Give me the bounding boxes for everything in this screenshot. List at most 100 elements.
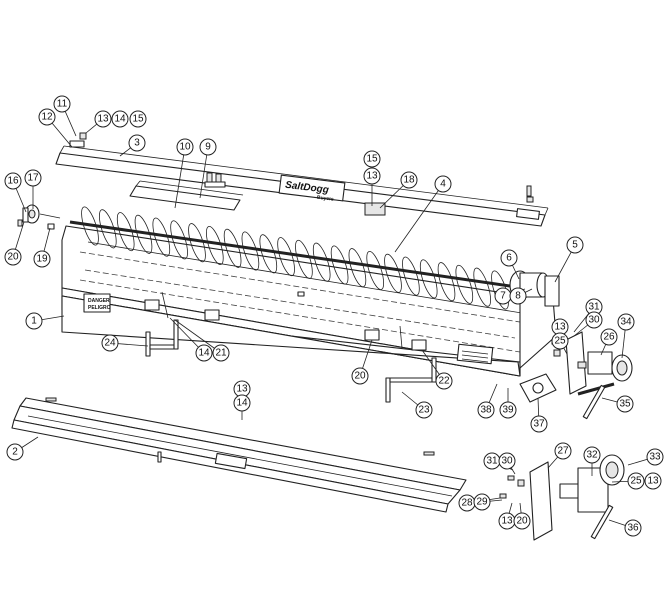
callout-circle [627,472,645,490]
auger-flight [419,259,438,299]
callout-leader [199,146,209,199]
callout-number: 13 [97,114,109,125]
callout-number: 8 [515,291,521,302]
callout-8: 8 [509,287,533,305]
callout-leader [394,183,444,253]
callout-circle [530,415,548,433]
callout-number: 18 [403,175,415,186]
auger-flight [473,267,492,307]
callout-12: 12 [38,108,73,148]
callout-39: 39 [499,388,517,419]
callout-number: 39 [502,405,514,416]
callout-number: 30 [501,456,513,467]
callout-number: 13 [366,171,378,182]
auger-end-shaft [509,270,560,307]
lid-hardware [69,132,534,216]
callout-number: 25 [554,336,566,347]
callout-number: 12 [41,112,53,123]
callout-22: 22 [421,349,453,390]
callout-number: 36 [627,523,639,534]
callout-circle [128,134,146,152]
callout-14: 14 [111,110,129,128]
callout-circle [435,372,453,390]
lower-motor-assembly [499,454,625,541]
logo-text: SaltDogg [284,180,329,196]
callout-25: 25 [551,332,569,355]
auger-flight [188,223,206,263]
callout-circle [434,175,452,193]
danger-label: DANGER [88,298,110,304]
callout-5: 5 [554,236,584,283]
callout-number: 27 [557,446,569,457]
callout-number: 20 [7,252,19,263]
callout-circle [551,332,569,350]
auger-flight [348,248,367,288]
callout-circle [499,401,517,419]
callout-number: 32 [586,450,598,461]
callout-number: 24 [104,338,116,349]
callout-number: 14 [198,348,210,359]
callout-33: 33 [627,448,664,466]
callout-13: 13 [363,167,381,206]
hopper-body: DANGER PELIGRO [61,225,557,377]
callout-circle [500,249,518,267]
auger-flight [437,262,456,302]
callout-number: 2 [12,447,18,458]
callout-number: 16 [7,176,19,187]
callout-20: 20 [513,502,531,530]
auger-flight [98,209,117,249]
callout-17: 17 [24,169,42,209]
callout-number: 15 [132,114,144,125]
logo-subtext: Buyers [316,195,334,203]
callout-21: 21 [174,319,230,362]
callout-number: 13 [236,384,248,395]
callout-36: 36 [608,519,642,537]
callout-number: 22 [438,376,450,387]
callout-circle [101,334,119,352]
callout-circle [498,452,516,470]
callout-number: 13 [501,516,513,527]
auger-shaft [69,220,511,288]
auger-flight [366,250,385,291]
auger-flight [170,220,188,260]
callout-number: 10 [179,142,191,153]
drive-shaft-36 [590,504,614,540]
callout-number: 31 [486,456,498,467]
callout-number: 29 [476,497,488,508]
callout-circle [566,236,584,254]
callout-circle [4,172,22,190]
callout-34: 34 [617,313,635,359]
auger-flight [295,239,313,279]
crank-handle-24 [145,319,179,357]
callout-number: 13 [647,476,659,487]
callout-number: 19 [36,254,48,265]
callout-11: 11 [53,95,77,137]
callout-number: 34 [620,317,632,328]
callout-circle [351,367,369,385]
callout-number: 33 [649,452,661,463]
left-bearing [17,204,61,230]
callout-circle [176,138,194,156]
auger-flight [330,245,349,285]
callout-30: 30 [573,311,603,337]
callout-number: 21 [215,348,227,359]
crank-handle-23 [385,357,437,403]
callout-14: 14 [233,394,251,420]
auger-flight [205,225,224,266]
callout-23: 23 [401,391,433,419]
callout-circle [600,328,618,346]
callout-number: 7 [500,291,506,302]
callout-35: 35 [601,395,634,413]
auger-flight [259,234,278,274]
auger-flight [152,217,171,257]
callout-20: 20 [351,339,373,385]
auger-flight [223,228,242,268]
callout-31: 31 [573,298,603,333]
callout-24: 24 [101,334,149,352]
callout-number: 23 [418,405,430,416]
callout-18: 18 [379,171,418,209]
auger-flight [312,242,331,282]
auger-flight [402,256,420,296]
auger [69,206,511,310]
